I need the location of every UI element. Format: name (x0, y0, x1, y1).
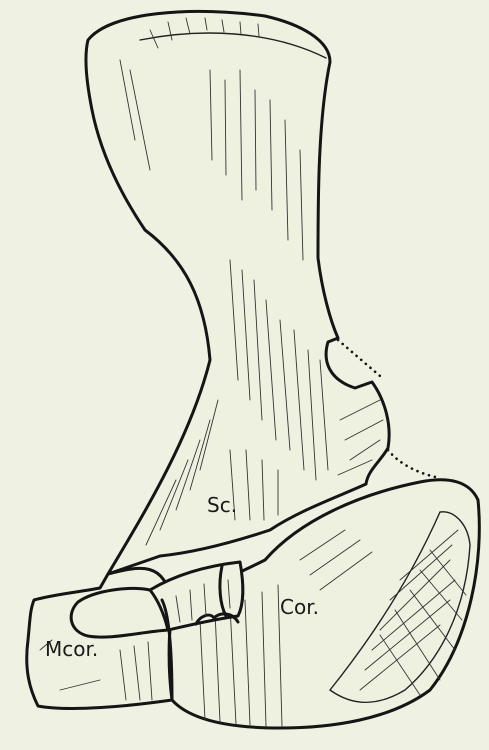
dotted-outline-lower (388, 450, 440, 478)
scapula-bone (86, 11, 389, 574)
label-scapula: Sc. (207, 493, 237, 517)
label-coracoid: Cor. (280, 595, 319, 619)
label-metacoracoid: Mcor. (45, 637, 98, 661)
dotted-outline-upper (338, 340, 380, 376)
